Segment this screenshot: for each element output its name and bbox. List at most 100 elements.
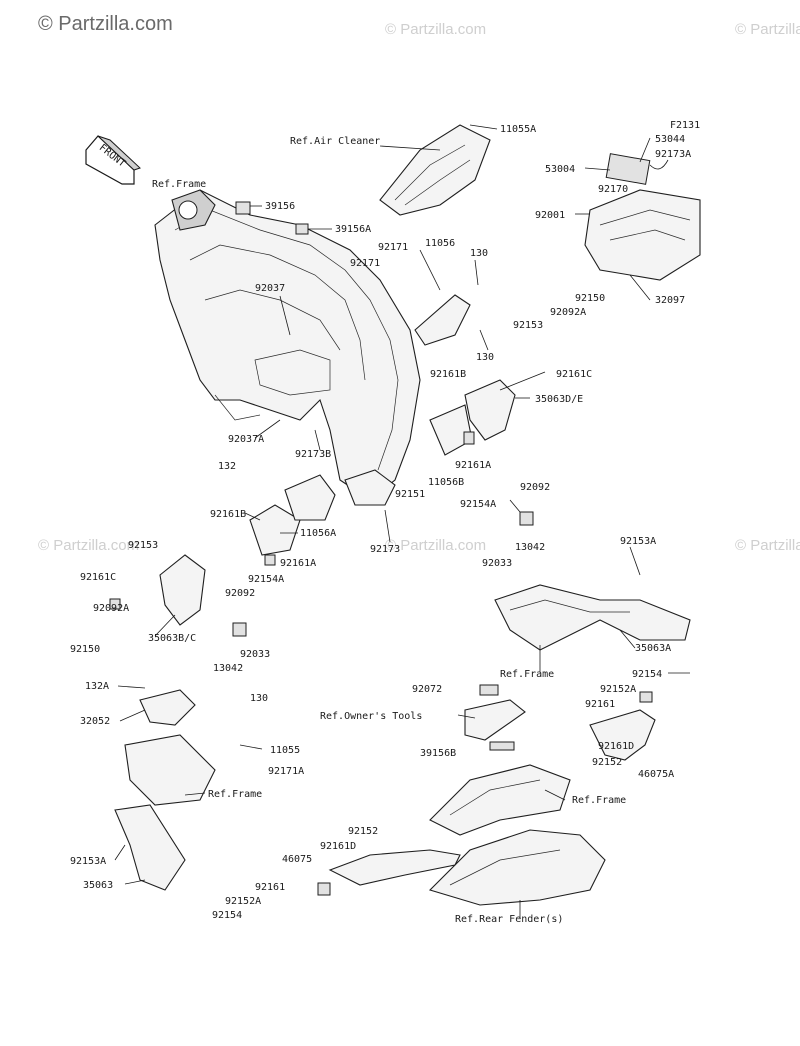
label-92171A: 92171A — [268, 766, 304, 777]
label-13042-a: 13042 — [515, 542, 545, 553]
label-ref-air-cleaner: Ref.Air Cleaner — [290, 136, 380, 147]
label-92161-a: 92161 — [585, 699, 615, 710]
label-92033-a: 92033 — [482, 558, 512, 569]
label-92152A-a: 92152A — [600, 684, 636, 695]
plate-11056A-shape — [249, 504, 301, 556]
label-92037: 92037 — [255, 283, 285, 294]
label-92161A-a: 92161A — [455, 460, 491, 471]
label-92037A: 92037A — [228, 434, 264, 445]
label-ref-frame-top: Ref.Frame — [152, 179, 206, 190]
label-46075: 46075 — [282, 854, 312, 865]
owners-tools-shape — [464, 699, 526, 741]
label-ref-rear-fender: Ref.Rear Fender(s) — [455, 914, 563, 925]
label-92153A-a: 92153A — [620, 536, 656, 547]
label-11055A: 11055A — [500, 124, 536, 135]
label-92033-b: 92033 — [240, 649, 270, 660]
label-92092-b: 92092 — [225, 588, 255, 599]
label-92171-b: 92171 — [350, 258, 380, 269]
label-92092A-a: 92092A — [550, 307, 586, 318]
label-35063: 35063 — [83, 880, 113, 891]
part-92072-shape — [479, 684, 499, 696]
leader-lines — [114, 124, 690, 918]
label-92152A-b: 92152A — [225, 896, 261, 907]
label-53004: 53004 — [545, 164, 575, 175]
label-11056: 11056 — [425, 238, 455, 249]
label-92161C-b: 92161C — [80, 572, 116, 583]
rear-subframe-ref-shape — [429, 764, 571, 836]
label-92001: 92001 — [535, 210, 565, 221]
battery-case-32097 — [584, 153, 701, 281]
label-92173: 92173 — [370, 544, 400, 555]
label-92161D-b: 92161D — [320, 841, 356, 852]
label-11055: 11055 — [270, 745, 300, 756]
label-130-c: 130 — [250, 693, 268, 704]
collar-92161-a-shape — [639, 691, 653, 703]
label-ref-owners-tools: Ref.Owner's Tools — [320, 711, 422, 722]
label-46075A: 46075A — [638, 769, 674, 780]
bracket-11056-shape — [414, 294, 471, 346]
label-92161B-b: 92161B — [210, 509, 246, 520]
label-11056A: 11056A — [300, 528, 336, 539]
label-92154A-b: 92154A — [248, 574, 284, 585]
label-130-b: 130 — [476, 352, 494, 363]
watermark-mid-left: © Partzilla.com — [38, 537, 139, 554]
label-132A: 132A — [85, 681, 109, 692]
labels: Ref.Air Cleaner 11055A F2131 Ref.Frame 5… — [70, 120, 700, 925]
watermark-mid-center: © Partzilla.com — [385, 537, 486, 554]
washer-92092A-b-shape — [109, 598, 121, 610]
label-92173B: 92173B — [295, 449, 331, 460]
label-92150-a: 92150 — [575, 293, 605, 304]
label-92150-b: 92150 — [70, 644, 100, 655]
label-ref-frame-mid: Ref.Frame — [500, 669, 554, 680]
label-92092-a: 92092 — [520, 482, 550, 493]
label-92161A-b: 92161A — [280, 558, 316, 569]
label-32097: 32097 — [655, 295, 685, 306]
label-92154-b: 92154 — [212, 910, 242, 921]
front-direction-marker: FRONT — [85, 135, 141, 185]
label-ref-frame-rear: Ref.Frame — [572, 795, 626, 806]
label-11056B: 11056B — [428, 477, 464, 488]
label-92153A-b: 92153A — [70, 856, 106, 867]
footpeg-bracket-35063DE-shape — [464, 379, 516, 441]
label-92161B-a: 92161B — [430, 369, 466, 380]
collar-92161A-b-shape — [264, 554, 276, 566]
label-92092A-b: 92092A — [93, 603, 129, 614]
footpeg-bracket-35063BC-shape — [159, 554, 206, 626]
label-39156A: 39156A — [335, 224, 371, 235]
label-35063A: 35063A — [635, 643, 671, 654]
air-cleaner-ref — [379, 124, 491, 216]
rear-fender-ref-shape — [428, 829, 606, 906]
plate-11056B-shape — [429, 404, 473, 456]
collar-13042-a-shape — [519, 511, 534, 526]
label-35063BC: 35063B/C — [148, 633, 196, 644]
label-92161D-a: 92161D — [598, 741, 634, 752]
bracket-center-shape — [284, 474, 336, 521]
footpeg-bracket-35063-shape — [114, 804, 186, 891]
watermark-top-right: © Partzilla.com — [735, 21, 800, 38]
label-92154A-a: 92154A — [460, 499, 496, 510]
label-92171-a: 92171 — [378, 242, 408, 253]
bracket-32052-shape — [139, 689, 196, 726]
label-92152-b: 92152 — [348, 826, 378, 837]
main-frame — [154, 189, 421, 506]
label-39156: 39156 — [265, 201, 295, 212]
label-ref-frame-left: Ref.Frame — [208, 789, 262, 800]
watermark-mid-right: © Partzilla.com — [735, 537, 800, 554]
label-132: 132 — [218, 461, 236, 472]
label-92161-b: 92161 — [255, 882, 285, 893]
label-92170: 92170 — [598, 184, 628, 195]
part-39156-shape — [235, 201, 251, 215]
label-39156B: 39156B — [420, 748, 456, 759]
collar-92161A-a-shape — [463, 431, 475, 445]
label-92152-a: 92152 — [592, 757, 622, 768]
label-92072: 92072 — [412, 684, 442, 695]
label-35063DE: 35063D/E — [535, 394, 583, 405]
label-92154-a: 92154 — [632, 669, 662, 680]
watermark-top-center: © Partzilla.com — [385, 21, 486, 38]
pillion-bracket-35063A-shape — [494, 584, 691, 651]
collar-13042-b-shape — [232, 622, 247, 637]
label-92173A: 92173A — [655, 149, 691, 160]
watermark-top-left: © Partzilla.com — [38, 13, 173, 35]
part-39156B-shape — [489, 741, 515, 751]
label-130-a: 130 — [470, 248, 488, 259]
